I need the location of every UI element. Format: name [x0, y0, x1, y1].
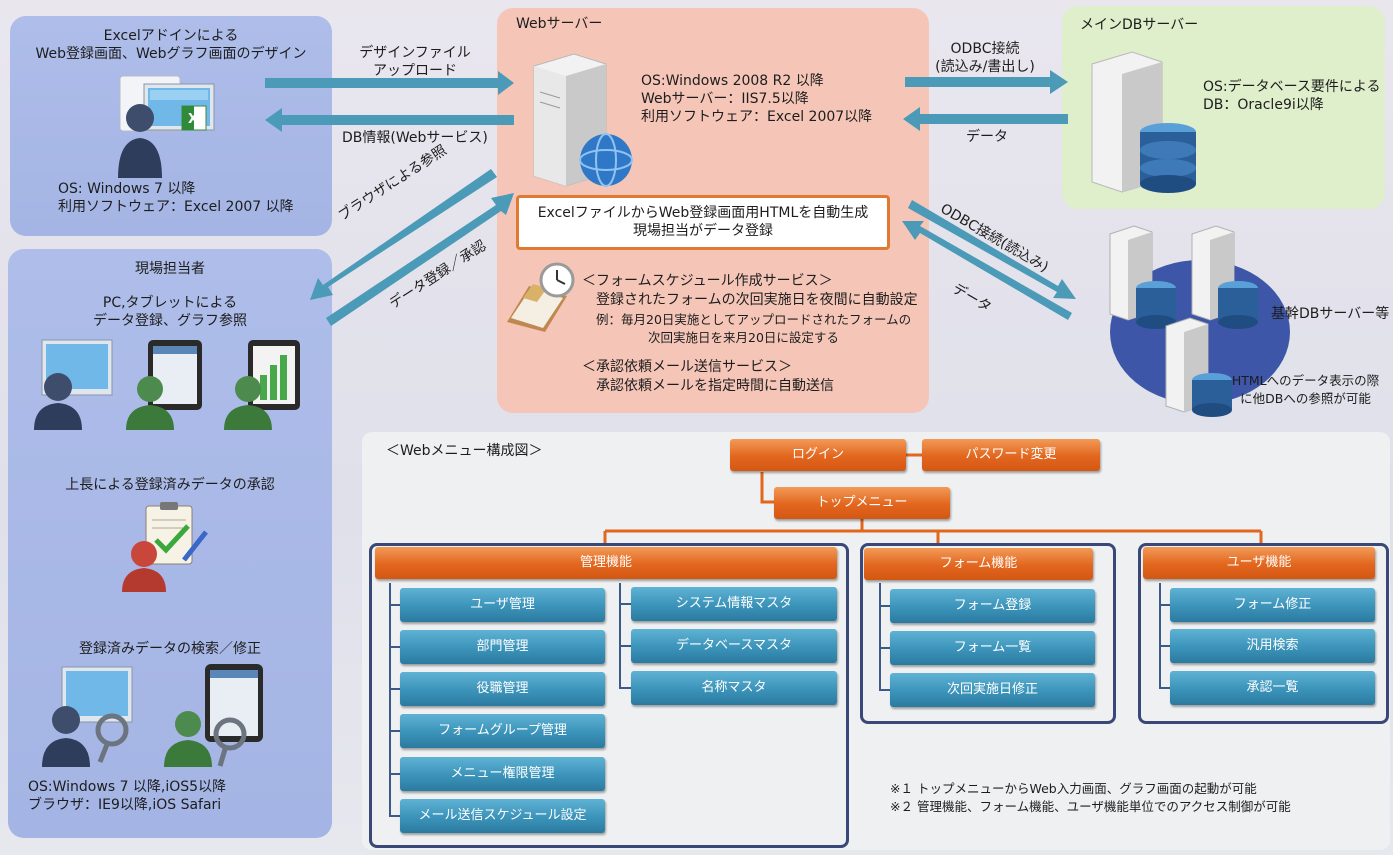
core-db-title: 基幹DBサーバー等 [1271, 306, 1390, 322]
auto-generate-line1: ExcelファイルからWeb登録画面用HTMLを自動生成 [537, 205, 869, 221]
user-group-frame [1138, 543, 1389, 724]
core-db-note-line2: に他DBへの参照が可能 [1240, 391, 1371, 406]
menu-note-1: ※１ トップメニューからWeb入力画面、グラフ画面の起動が可能 [890, 781, 1257, 796]
arrow-browser [310, 169, 497, 300]
web-server-icon [530, 52, 640, 187]
database-master-button[interactable]: データベースマスタ [631, 629, 837, 663]
web-server-os: OS:Windows 2008 R2 以降 [641, 73, 824, 89]
auto-generate-line2: 現場担当がデータ登録 [633, 223, 773, 239]
top-menu-button[interactable]: トップメニュー [774, 487, 950, 519]
arrow-upload [265, 71, 514, 95]
field-subtitle-line2: データ登録、グラフ参照 [93, 313, 247, 329]
field-search-icon [40, 662, 280, 767]
arrow-data-main [903, 107, 1068, 131]
main-db-server-icon [1088, 50, 1198, 200]
data-label-main: データ [966, 129, 1008, 145]
arrow-datareg [326, 193, 514, 326]
approval-list-button[interactable]: 承認一覧 [1170, 671, 1375, 705]
main-db-title: メインDBサーバー [1080, 17, 1199, 33]
admin-group-frame [369, 543, 849, 848]
general-search-button[interactable]: 汎用検索 [1170, 629, 1375, 663]
field-approval-label: 上長による登録済みデータの承認 [65, 477, 275, 493]
position-management-button[interactable]: 役職管理 [400, 672, 605, 706]
core-db-note-line1: HTMLへのデータ表示の際 [1231, 373, 1380, 388]
mail-service-desc: 承認依頼メールを指定時間に自動送信 [596, 378, 834, 394]
upload-label-line1: デザインファイル [359, 45, 471, 61]
user-management-button[interactable]: ユーザ管理 [400, 588, 605, 622]
calendar-clock-icon [503, 262, 577, 334]
upload-label-line2: アップロード [373, 63, 457, 79]
system-info-master-button[interactable]: システム情報マスタ [631, 587, 837, 621]
name-master-button[interactable]: 名称マスタ [631, 671, 837, 705]
password-change-button[interactable]: パスワード変更 [922, 439, 1100, 471]
core-db-cluster-icon [1100, 222, 1290, 427]
main-db-version: DB：Oracle9i以降 [1203, 97, 1324, 113]
form-edit-button[interactable]: フォーム修正 [1170, 588, 1375, 622]
web-server-title: Webサーバー [516, 16, 603, 32]
designer-os: OS: Windows 7 以降 [58, 181, 196, 197]
menu-note-2: ※２ 管理機能、フォーム機能、ユーザ機能単位でのアクセス制御が可能 [890, 799, 1291, 814]
arrow-dbinfo [265, 108, 514, 132]
designer-title-line2: Web登録画面、Webグラフ画面のデザイン [35, 46, 307, 62]
web-server-software: 利用ソフトウェア：Excel 2007以降 [641, 109, 873, 125]
form-register-button[interactable]: フォーム登録 [890, 589, 1095, 623]
approval-icon [122, 502, 212, 592]
admin-function-button[interactable]: 管理機能 [375, 547, 837, 579]
designer-title-line1: Excelアドインによる [103, 28, 239, 44]
main-db-os: OS:データベース要件による [1203, 79, 1381, 95]
auto-generate-box: ExcelファイルからWeb登録画面用HTMLを自動生成 現場担当がデータ登録 [516, 195, 890, 250]
form-group-frame [860, 543, 1116, 724]
dbinfo-label: DB情報(Webサービス) [342, 130, 488, 146]
next-date-edit-button[interactable]: 次回実施日修正 [890, 673, 1095, 707]
field-os: OS:Windows 7 以降,iOS5以降 [28, 779, 227, 795]
login-button[interactable]: ログイン [730, 439, 906, 471]
odbc-rw-label-line2: (読込み/書出し) [935, 59, 1035, 75]
arrow-odbc-rw [905, 70, 1068, 94]
form-function-button[interactable]: フォーム機能 [864, 548, 1093, 580]
web-server-iis: Webサーバー：IIS7.5以降 [641, 91, 809, 107]
field-browser: ブラウザ：IE9以降,iOS Safari [28, 797, 222, 813]
odbc-rw-label-line1: ODBC接続 [950, 41, 1020, 57]
mail-service-title: ＜承認依頼メール送信サービス＞ [582, 359, 792, 375]
mail-schedule-settings-button[interactable]: メール送信スケジュール設定 [400, 799, 605, 833]
field-search-label: 登録済みデータの検索／修正 [79, 641, 261, 657]
menu-permission-management-button[interactable]: メニュー権限管理 [400, 757, 605, 791]
schedule-example-line2: 次回実施日を来月20日に設定する [648, 330, 839, 345]
designer-software: 利用ソフトウェア：Excel 2007 以降 [58, 199, 294, 215]
form-group-management-button[interactable]: フォームグループ管理 [400, 714, 605, 748]
designer-pc-excel-icon: X [110, 68, 230, 178]
department-management-button[interactable]: 部門管理 [400, 630, 605, 664]
svg-text:X: X [188, 112, 198, 127]
schedule-service-desc: 登録されたフォームの次回実施日を夜間に自動設定 [596, 292, 918, 308]
field-title: 現場担当者 [135, 261, 205, 277]
user-function-button[interactable]: ユーザ機能 [1143, 547, 1375, 579]
field-subtitle-line1: PC,タブレットによる [102, 295, 238, 311]
schedule-example-line1: 例：毎月20日実施としてアップロードされたフォームの [596, 312, 912, 327]
schedule-service-title: ＜フォームスケジュール作成サービス＞ [582, 273, 833, 289]
menu-title: ＜Webメニュー構成図＞ [386, 443, 543, 459]
field-devices-icon [30, 335, 300, 430]
arrow-data-core [902, 221, 1072, 320]
arrow-odbc-r [908, 200, 1076, 299]
form-list-button[interactable]: フォーム一覧 [890, 631, 1095, 665]
